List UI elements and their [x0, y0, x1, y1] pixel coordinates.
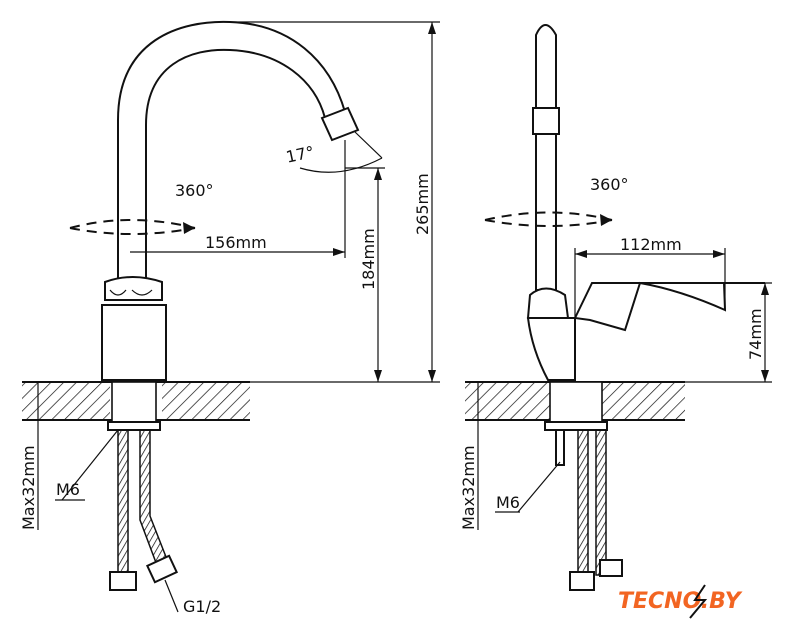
hose-left-2	[139, 429, 169, 570]
rotation-arrow-left	[69, 219, 196, 229]
rotation-label-right: 360°	[590, 175, 629, 194]
spout-height-dimension: 184mm	[359, 228, 378, 290]
handle	[573, 281, 765, 332]
reach-dimension: 156mm	[205, 233, 267, 252]
stud-label-left: M6	[56, 480, 80, 499]
aerator	[320, 106, 360, 142]
right-faucet: 360° 112mm 74mm Max32mm M6	[459, 24, 772, 591]
dimension-lines-right	[477, 248, 772, 530]
body-side	[526, 317, 576, 381]
spout	[117, 20, 346, 285]
hose-right-2	[595, 429, 607, 576]
faucet-body	[104, 276, 163, 301]
max-thickness-dimension-right: Max32mm	[459, 445, 478, 530]
stud-label-right: M6	[496, 493, 520, 512]
left-faucet: 360° 156mm 17° 184mm 265mm Max32mm M6 G1…	[19, 20, 440, 616]
rotation-label-left: 360°	[175, 181, 214, 200]
dimension-lines-left	[37, 21, 440, 613]
total-height-dimension: 265mm	[413, 173, 432, 235]
countertop-left	[22, 381, 250, 421]
connection-label: G1/2	[183, 597, 221, 616]
handle-length-dimension: 112mm	[620, 235, 682, 254]
hose-left-1	[117, 429, 129, 576]
hose-right-1	[577, 429, 589, 576]
tecno-by-logo: TECNO.BY	[618, 584, 743, 619]
countertop-right	[465, 381, 685, 421]
spout-side	[535, 24, 557, 291]
angle-dimension: 17°	[284, 142, 316, 166]
max-thickness-dimension-left: Max32mm	[19, 445, 38, 530]
handle-height-dimension: 74mm	[746, 308, 765, 360]
svg-text:TECNO.BY: TECNO.BY	[618, 589, 743, 614]
